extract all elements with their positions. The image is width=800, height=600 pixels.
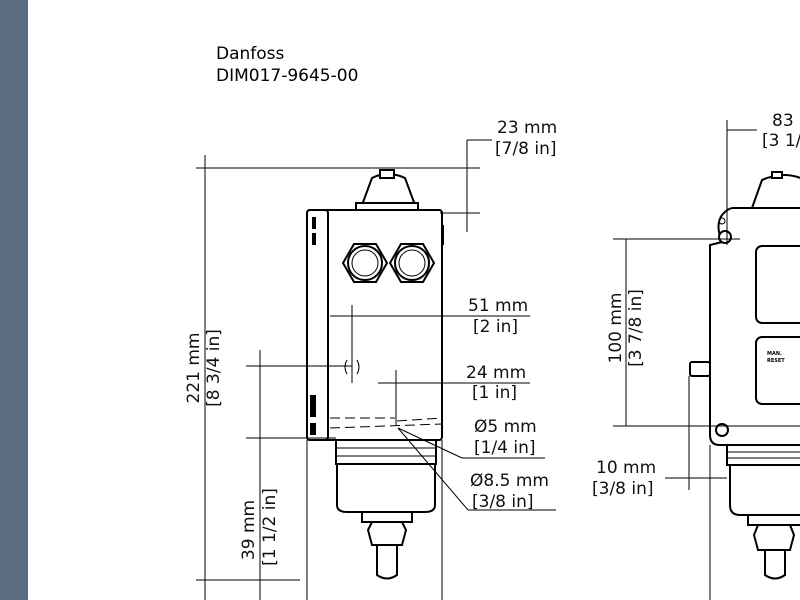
dim-23-in: [7/8 in] bbox=[495, 139, 557, 159]
drawing-page: Danfoss DIM017-9645-00 221 mm [8 3/4 in] bbox=[28, 0, 800, 600]
dim-39-mm: 39 mm bbox=[239, 500, 259, 560]
side-stud bbox=[689, 361, 711, 377]
dim-83-mm: 83 mm bbox=[772, 111, 800, 131]
dim-51-in: [2 in] bbox=[473, 317, 518, 337]
side-view-dimensions: 221 mm [8 3/4 in] 23 mm [7/8 in] 51 mm [… bbox=[184, 118, 557, 600]
technical-drawing: Danfoss DIM017-9645-00 221 mm [8 3/4 in] bbox=[184, 44, 800, 600]
mount-screw bbox=[715, 423, 729, 437]
reset-button bbox=[755, 336, 800, 405]
document-id: DIM017-9645-00 bbox=[216, 66, 358, 86]
side-view bbox=[306, 169, 444, 580]
left-sidebar bbox=[0, 0, 28, 600]
cap-nut bbox=[379, 169, 395, 179]
dim-39-in: [1 1/2 in] bbox=[260, 488, 280, 566]
housing-door bbox=[306, 209, 329, 441]
bellows-housing bbox=[336, 463, 436, 513]
reset-label-2: RESET bbox=[767, 358, 785, 364]
cable-gland-left bbox=[341, 243, 389, 283]
front-view: MAN. RESET bbox=[689, 171, 800, 580]
front-view-dimensions: 83 mm [3 1/4 in] 100 mm [3 7/8 in] 10 mm… bbox=[592, 111, 800, 600]
dim-83-in: [3 1/4 in] bbox=[762, 131, 800, 151]
dim-221-mm: 221 mm bbox=[184, 333, 204, 404]
dim-5-in: [1/4 in] bbox=[474, 438, 536, 458]
cable-gland-right bbox=[388, 243, 436, 283]
dim-100-in: [3 7/8 in] bbox=[626, 289, 646, 367]
fitting-nut bbox=[366, 521, 408, 546]
neck bbox=[335, 439, 437, 465]
fitting-flange bbox=[361, 511, 413, 523]
dim-51-mm: 51 mm bbox=[468, 296, 528, 316]
brand-name: Danfoss bbox=[216, 44, 285, 64]
dim-24-mm: 24 mm bbox=[466, 363, 526, 383]
pressure-connector bbox=[376, 544, 398, 580]
dim-8-5-in: [3/8 in] bbox=[472, 492, 534, 512]
dim-24-in: [1 in] bbox=[472, 383, 517, 403]
window-upper bbox=[755, 245, 800, 324]
dim-5-mm: Ø5 mm bbox=[474, 417, 537, 437]
reset-label-1: MAN. bbox=[767, 351, 782, 357]
front-top-cap bbox=[750, 174, 800, 209]
dim-8-5-mm: Ø8.5 mm bbox=[470, 471, 549, 491]
dim-100-mm: 100 mm bbox=[606, 293, 626, 364]
dim-23-mm: 23 mm bbox=[497, 118, 557, 138]
dim-10-mm: 10 mm bbox=[596, 458, 656, 478]
dim-10-in: [3/8 in] bbox=[592, 479, 654, 499]
dim-221-in: [8 3/4 in] bbox=[204, 329, 224, 407]
